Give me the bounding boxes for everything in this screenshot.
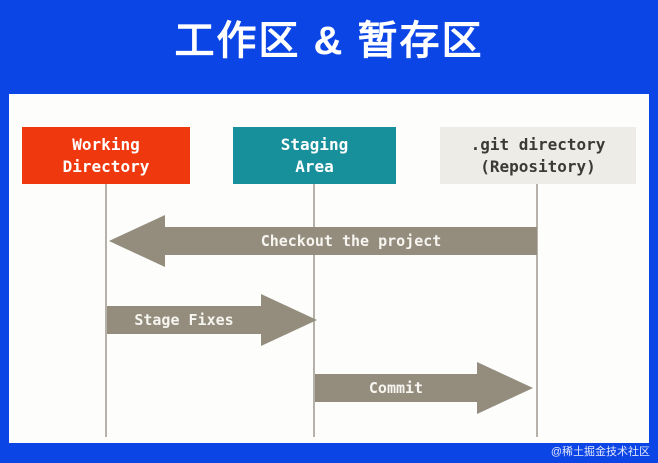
page-title: 工作区 & 暂存区	[174, 19, 484, 63]
working-directory-box: Working Directory	[22, 127, 190, 184]
commit-arrow-label: Commit	[368, 379, 424, 397]
git-directory-lifeline	[536, 184, 538, 437]
watermark: @稀土掘金技术社区	[550, 446, 650, 458]
git-directory-label-line1: .git directory	[470, 134, 606, 154]
right-arrowhead-icon	[477, 362, 533, 414]
working-directory-label-line2: Directory	[62, 156, 150, 176]
diagram-panel: Working Directory Staging Area .git dire…	[9, 94, 649, 443]
staging-area-label-line2: Area	[295, 156, 334, 176]
staging-area-label-line1: Staging	[280, 134, 349, 154]
commit-arrow: Commit	[315, 362, 533, 414]
git-directory-label-line2: (Repository)	[480, 156, 596, 176]
left-arrowhead-icon	[109, 215, 165, 267]
stage-fixes-arrow-label: Stage Fixes	[134, 311, 234, 329]
commit-arrow-shaft: Commit	[315, 374, 477, 402]
checkout-arrow: Checkout the project	[109, 215, 537, 267]
git-directory-box: .git directory (Repository)	[440, 127, 636, 184]
checkout-arrow-label: Checkout the project	[260, 232, 442, 250]
working-directory-label-line1: Working	[72, 134, 140, 154]
right-arrowhead-icon	[261, 294, 317, 346]
stage-fixes-arrow-shaft: Stage Fixes	[107, 306, 261, 334]
working-directory-lifeline	[105, 184, 107, 437]
checkout-arrow-shaft: Checkout the project	[165, 227, 537, 255]
stage-fixes-arrow: Stage Fixes	[107, 294, 317, 346]
staging-area-box: Staging Area	[233, 127, 396, 184]
